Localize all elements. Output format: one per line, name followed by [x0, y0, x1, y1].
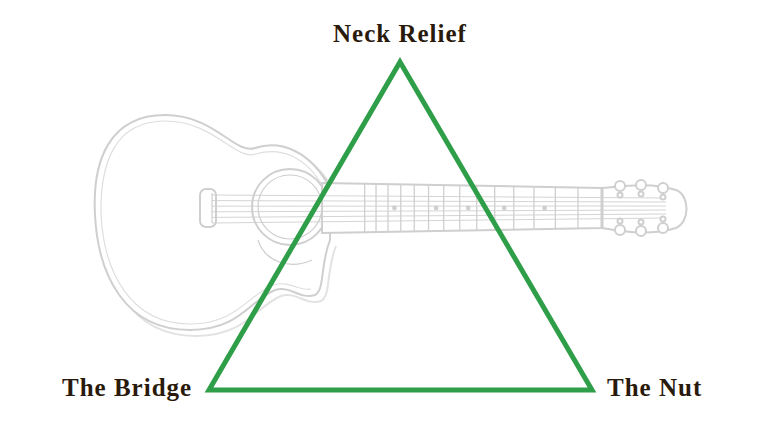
string [212, 214, 666, 217]
fret [459, 185, 460, 230]
guitar-drawing [95, 115, 687, 336]
fret [443, 185, 444, 231]
fret [400, 184, 401, 231]
fret [364, 184, 365, 232]
guitar-headstock [602, 185, 687, 232]
fret [533, 187, 534, 229]
strings [212, 195, 666, 223]
fret [387, 184, 388, 232]
vertex-label: Neck Relief [333, 20, 467, 47]
triangle [209, 62, 592, 390]
guitar-neck [322, 183, 602, 233]
sound-hole-rosette [258, 175, 322, 239]
vertex-label: The Nut [607, 374, 702, 401]
tuners [615, 180, 668, 236]
string [212, 195, 666, 198]
vertex-label: The Bridge [62, 374, 192, 401]
fret [428, 185, 429, 231]
string [212, 206, 666, 207]
fret [414, 185, 415, 232]
tuner [636, 180, 646, 197]
tuner [658, 183, 668, 200]
tuner [615, 181, 625, 198]
tuner [636, 220, 646, 237]
fret [375, 184, 376, 232]
vertex-label-box: The Nut [607, 374, 702, 402]
tuner [615, 219, 625, 236]
bridge-saddle [211, 193, 212, 223]
vertex-label-box: The Bridge [62, 374, 192, 402]
string [212, 218, 666, 223]
tuner [658, 217, 668, 234]
frets [365, 184, 578, 232]
fret [513, 186, 514, 229]
vertex-label-box: Neck Relief [333, 20, 467, 48]
guitar-nut [601, 188, 604, 228]
string [212, 201, 666, 202]
fret [555, 187, 556, 229]
fret [577, 188, 578, 229]
string [212, 210, 666, 212]
